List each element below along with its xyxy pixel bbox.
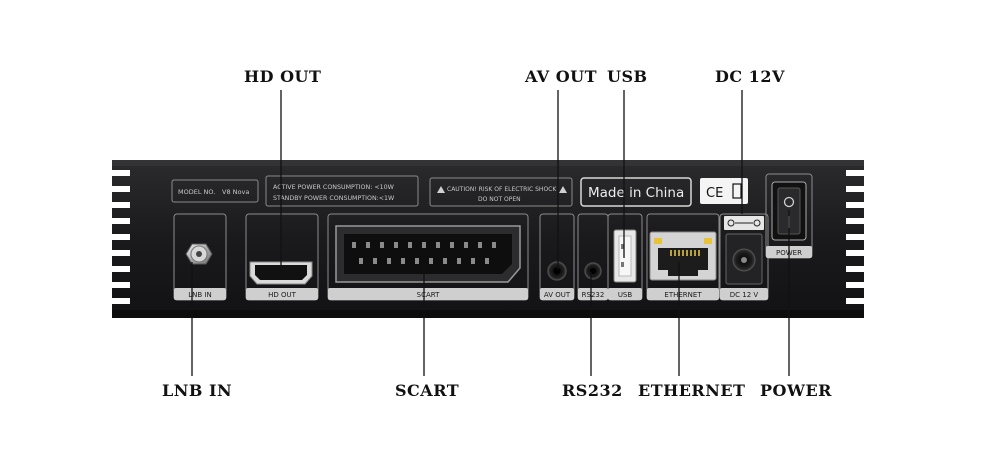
lnb-in-connector [185,243,213,265]
port-label-ethernet: ETHERNET [664,291,702,299]
ethernet-led-right [704,238,712,244]
dc-12v-jack [724,216,764,285]
hdmi-port [249,261,313,285]
power-consumption-box: ACTIVE POWER CONSUMPTION: <10W STANDBY P… [265,175,419,207]
callout-dc-12v: DC 12V [715,67,785,86]
port-label-hd-out: HD OUT [268,291,297,299]
caution-line-1: CAUTION! RISK OF ELECTRIC SHOCK [447,186,557,193]
warning-triangle-icon-right [559,186,567,193]
rs232-jack [584,262,602,280]
port-label-strips [174,246,812,300]
port-label-scart: SCART [417,291,440,299]
port-label-dc-12v: DC 12 V [730,291,759,299]
ce-mark: CE [706,186,723,201]
made-in-china-box: Made in China [580,177,692,207]
weee-bin-icon [732,183,742,199]
power-off-symbol-icon [783,196,795,208]
right-cooling-fins [846,170,864,304]
port-label-av-out: AV OUT [544,291,571,299]
caution-box: CAUTION! RISK OF ELECTRIC SHOCK DO NOT O… [429,177,573,207]
model-label: MODEL NO. [178,188,215,196]
callout-power: POWER [760,381,832,400]
polarity-minus-icon [727,219,735,227]
scart-pins [352,242,496,264]
callout-rs232: RS232 [562,381,623,400]
port-label-rs232: RS232 [582,291,605,299]
port-label-lnb-in: LNB IN [188,291,211,299]
polarity-plus-icon [753,219,761,227]
callout-scart: SCART [395,381,460,400]
callout-av-out: AV OUT [525,67,598,86]
warning-triangle-icon [437,186,445,193]
ethernet-port [649,231,717,281]
callout-hd-out: HD OUT [244,67,322,86]
callout-leaders [191,90,790,376]
callout-lnb-in: LNB IN [162,381,233,400]
ce-mark-box: CE [700,178,748,204]
made-in-label: Made in China [588,185,684,201]
port-label-usb: USB [618,291,633,299]
model-value: V8 Nova [222,188,249,196]
ethernet-led-left [654,238,662,244]
caution-line-2: DO NOT OPEN [478,196,521,203]
usb-port [613,229,637,283]
callout-ethernet: ETHERNET [638,381,746,400]
left-cooling-fins [112,170,130,304]
av-out-jack [547,261,567,281]
power-line-1: ACTIVE POWER CONSUMPTION: <10W [273,184,395,191]
scart-port [335,225,521,283]
callout-usb: USB [607,67,648,86]
model-label-box: MODEL NO. V8 Nova [171,179,259,203]
power-line-2: STANDBY POWER CONSUMPTION:<1W [273,195,395,202]
